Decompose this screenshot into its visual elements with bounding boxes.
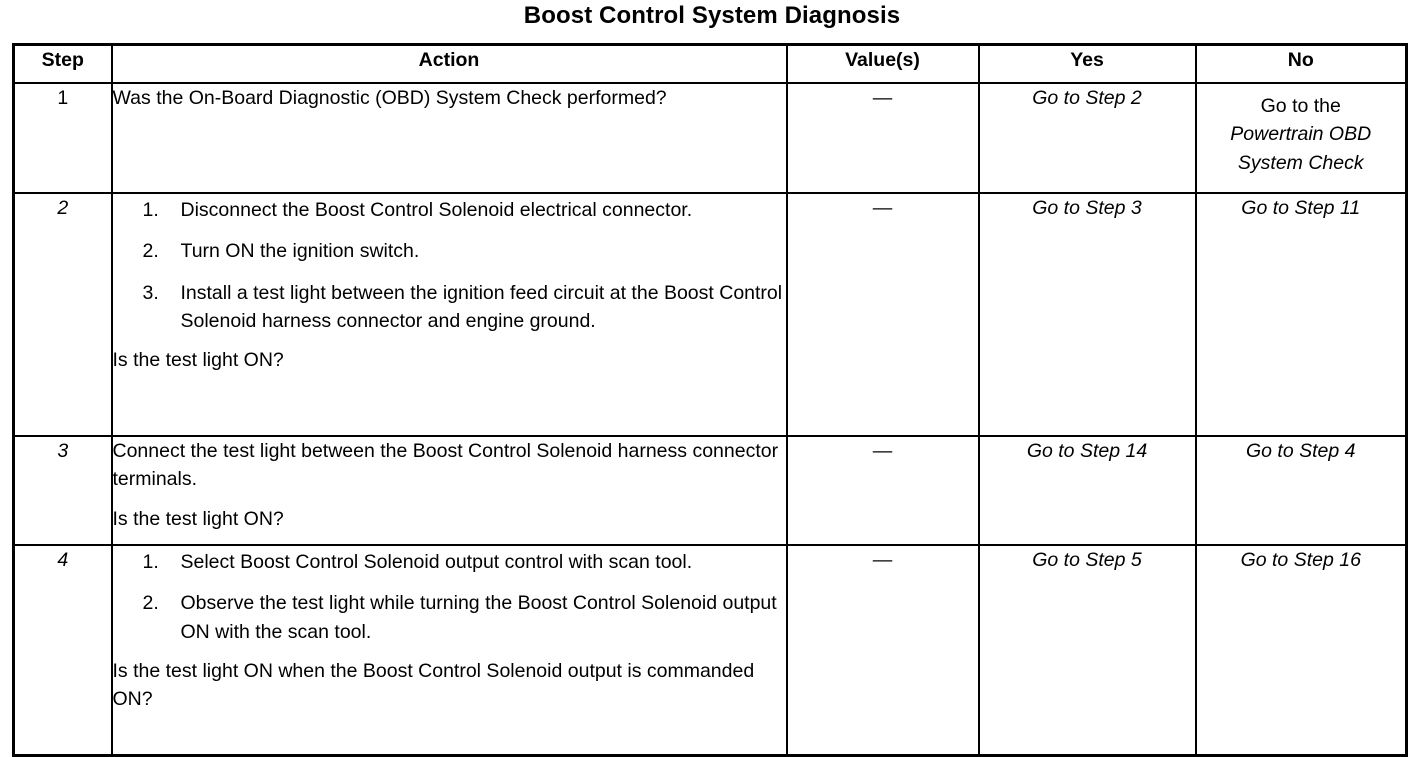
list-item-marker: 3. [142,281,159,304]
action-text: Connect the test light between the Boost… [112,440,779,491]
diagnostic-table-wrapper: Step Action Value(s) Yes No 1 Was the On… [12,43,1408,757]
no-branch-cell: Go to Step 16 [1194,544,1408,757]
step-number: 1 [57,87,69,109]
list-item-marker: 2. [142,240,159,263]
action-question: Is the test light ON when the Boost Cont… [112,659,755,711]
step-number: 3 [57,440,69,462]
column-header-value: Value(s) [785,43,980,84]
column-header-yes: Yes [977,43,1197,84]
no-branch-cell: Go to Step 4 [1194,435,1408,546]
step-number-cell: 4 [12,544,113,757]
value-cell: — [785,435,980,546]
list-item: 3. Install a test light between the igni… [113,279,786,336]
column-header-step: Step [12,43,113,84]
no-branch-cell: Go to the Powertrain OBD System Check [1194,82,1408,194]
action-cell: Connect the test light between the Boost… [110,435,788,546]
action-question: Is the test light ON? [112,349,284,372]
list-item-text: Select Boost Control Solenoid output con… [180,551,693,573]
action-step-list: 1. Disconnect the Boost Control Solenoid… [113,196,786,335]
list-item-marker: 1. [142,199,159,221]
header-row: Step Action Value(s) Yes No [12,43,1408,84]
action-question: Is the test light ON? [112,507,284,530]
action-text: Was the On-Board Diagnostic (OBD) System… [112,87,667,109]
step-number: 4 [57,549,69,571]
diagnostic-table: Step Action Value(s) Yes No 1 Was the On… [12,43,1408,757]
yes-branch-cell: Go to Step 3 [977,192,1197,437]
value-cell: — [785,544,980,757]
list-item-text: Disconnect the Boost Control Solenoid el… [180,199,693,221]
table-row: 4 1. Select Boost Control Solenoid outpu… [12,544,1408,757]
table-row: 2 1. Disconnect the Boost Control Soleno… [12,192,1408,437]
step-number-cell: 3 [12,435,113,546]
table-header: Step Action Value(s) Yes No [12,43,1408,84]
yes-branch-cell: Go to Step 14 [977,435,1197,546]
action-step-list: 1. Select Boost Control Solenoid output … [113,548,786,646]
page-title: Boost Control System Diagnosis [523,2,901,29]
yes-branch-cell: Go to Step 5 [977,544,1197,757]
list-item: 2. Observe the test light while turning … [113,589,786,646]
table-row: 3 Connect the test light between the Boo… [12,435,1408,546]
value-cell: — [785,82,980,194]
list-item-text: Observe the test light while turning the… [180,592,777,643]
column-header-action: Action [110,43,788,84]
step-number: 2 [57,197,69,219]
list-item-text: Install a test light between the ignitio… [180,281,783,332]
list-item-marker: 1. [142,551,159,573]
action-cell: 1. Select Boost Control Solenoid output … [110,544,788,757]
no-branch-ref-2: System Check [1237,151,1364,174]
step-number-cell: 1 [12,82,113,194]
action-cell: 1. Disconnect the Boost Control Solenoid… [110,192,788,437]
table-row: 1 Was the On-Board Diagnostic (OBD) Syst… [12,82,1408,194]
list-item: 1. Select Boost Control Solenoid output … [113,548,786,576]
step-number-cell: 2 [12,192,113,437]
no-branch-cell: Go to Step 11 [1194,192,1408,437]
value-cell: — [785,192,980,437]
table-body: 1 Was the On-Board Diagnostic (OBD) Syst… [12,82,1408,757]
list-item: 2. Turn ON the ignition switch. [113,237,786,265]
column-header-no: No [1194,43,1408,84]
action-cell: Was the On-Board Diagnostic (OBD) System… [110,82,788,194]
no-branch-lead: Go to the [1260,95,1341,117]
list-item-text: Turn ON the ignition switch. [180,240,420,263]
list-item-marker: 2. [142,592,159,615]
yes-branch-cell: Go to Step 2 [977,82,1197,194]
list-item: 1. Disconnect the Boost Control Solenoid… [113,196,786,224]
no-branch-ref-1: Powertrain OBD [1230,123,1372,146]
